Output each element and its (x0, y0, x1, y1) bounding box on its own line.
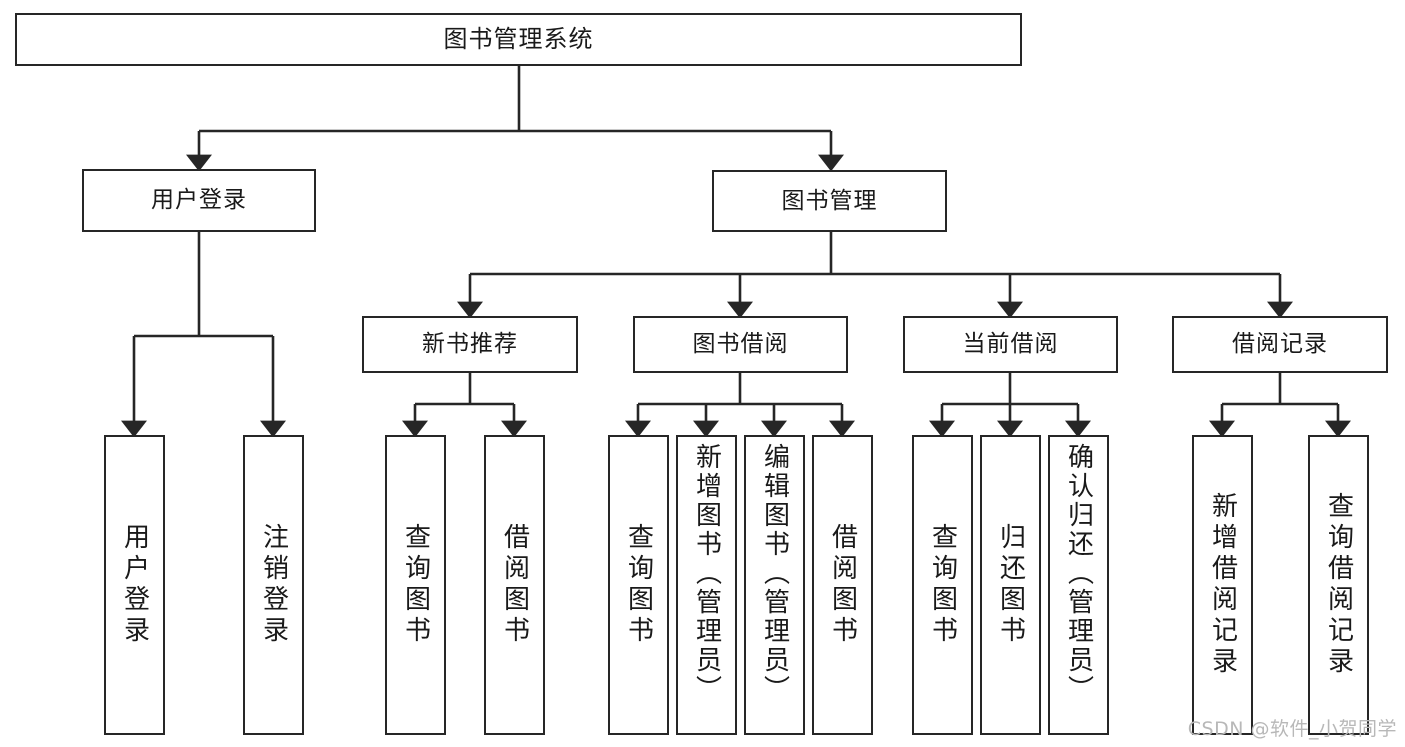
node-leaf-borrow-book-2-label: 借阅图书 (827, 523, 858, 647)
node-book-manage-label: 图书管理 (781, 187, 878, 214)
node-leaf-query-book-2-label: 查询图书 (623, 523, 654, 647)
node-leaf-edit-book-label: 编辑图书（管理员） (759, 443, 790, 704)
node-leaf-borrow-book-1-label: 借阅图书 (499, 523, 530, 647)
node-book-borrow[interactable]: 图书借阅 (633, 316, 848, 373)
node-user-login-label: 用户登录 (151, 187, 247, 214)
node-leaf-query-book-2[interactable]: 查询图书 (608, 435, 669, 735)
node-leaf-edit-book[interactable]: 编辑图书（管理员） (744, 435, 805, 735)
node-book-manage[interactable]: 图书管理 (712, 170, 947, 232)
node-leaf-user-logout-label: 注销登录 (258, 523, 289, 647)
node-leaf-query-record-label: 查询借阅记录 (1323, 492, 1354, 678)
node-leaf-add-record[interactable]: 新增借阅记录 (1192, 435, 1253, 735)
node-leaf-query-record[interactable]: 查询借阅记录 (1308, 435, 1369, 735)
node-leaf-borrow-book-1[interactable]: 借阅图书 (484, 435, 545, 735)
node-leaf-add-record-label: 新增借阅记录 (1207, 492, 1238, 678)
node-leaf-query-book-1-label: 查询图书 (400, 523, 431, 647)
node-book-borrow-label: 图书借阅 (692, 331, 789, 358)
node-leaf-query-book-3-label: 查询图书 (927, 523, 958, 647)
node-leaf-add-book[interactable]: 新增图书（管理员） (676, 435, 737, 735)
node-current-borrow[interactable]: 当前借阅 (903, 316, 1118, 373)
node-leaf-add-book-label: 新增图书（管理员） (691, 443, 722, 704)
watermark-text: CSDN @软件_小贺同学 (1187, 718, 1397, 740)
node-leaf-user-login-label: 用户登录 (119, 523, 150, 647)
node-leaf-borrow-book-2[interactable]: 借阅图书 (812, 435, 873, 735)
node-leaf-confirm-return-label: 确认归还（管理员） (1063, 443, 1094, 704)
node-borrow-record-label: 借阅记录 (1232, 331, 1328, 358)
node-new-book-recommend[interactable]: 新书推荐 (362, 316, 578, 373)
node-leaf-user-logout[interactable]: 注销登录 (243, 435, 304, 735)
node-leaf-return-book[interactable]: 归还图书 (980, 435, 1041, 735)
node-leaf-query-book-3[interactable]: 查询图书 (912, 435, 973, 735)
node-user-login[interactable]: 用户登录 (82, 169, 316, 232)
node-root[interactable]: 图书管理系统 (15, 13, 1022, 66)
node-current-borrow-label: 当前借阅 (962, 331, 1059, 358)
node-leaf-confirm-return[interactable]: 确认归还（管理员） (1048, 435, 1109, 735)
node-new-book-recommend-label: 新书推荐 (422, 331, 518, 358)
node-leaf-user-login[interactable]: 用户登录 (104, 435, 165, 735)
node-root-label: 图书管理系统 (443, 24, 594, 53)
node-borrow-record[interactable]: 借阅记录 (1172, 316, 1388, 373)
node-leaf-query-book-1[interactable]: 查询图书 (385, 435, 446, 735)
node-leaf-return-book-label: 归还图书 (995, 523, 1026, 647)
